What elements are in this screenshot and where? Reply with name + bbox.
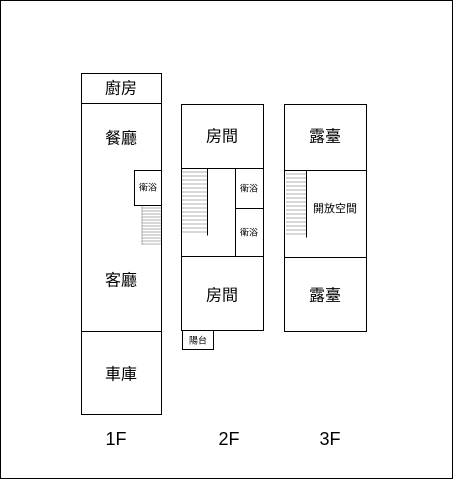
bathroom-a-label: 衛浴 [240,183,258,195]
floor-1-staircase [141,206,161,245]
balcony-label: 陽台 [189,335,207,347]
floor-1: 廚房 餐廳 衛浴 客廳 車庫 1F [81,73,162,449]
terrace-top-label: 露臺 [309,127,341,146]
kitchen-label: 廚房 [105,79,137,98]
balcony-room [182,330,214,350]
floor-1-outline [81,73,162,415]
floor-3-staircase [286,173,306,235]
bedroom-bottom-label: 房間 [206,286,238,305]
floor-2: 房間 衛浴 衛浴 房間 陽台 2F [181,104,264,449]
floor-3: 露臺 開放空間 露臺 3F [284,104,367,449]
bathroom-b-label: 衛浴 [240,227,258,239]
bedroom-top-label: 房間 [206,127,238,146]
terrace-bottom-label: 露臺 [309,286,341,305]
floor-3-label: 3F [319,429,340,449]
floor-1-bath-room [134,170,162,206]
floor-2-label: 2F [218,429,239,449]
floor-2-outline [181,104,264,331]
floor-1-label: 1F [105,429,126,449]
floor-2-staircase [182,171,207,233]
dining-room-label: 餐廳 [105,129,137,148]
bathroom-label: 衛浴 [139,182,157,194]
floor-3-outline [284,104,367,332]
living-room-label: 客廳 [105,271,137,290]
garage-label: 車庫 [105,365,137,384]
open-space-label: 開放空間 [313,201,357,215]
